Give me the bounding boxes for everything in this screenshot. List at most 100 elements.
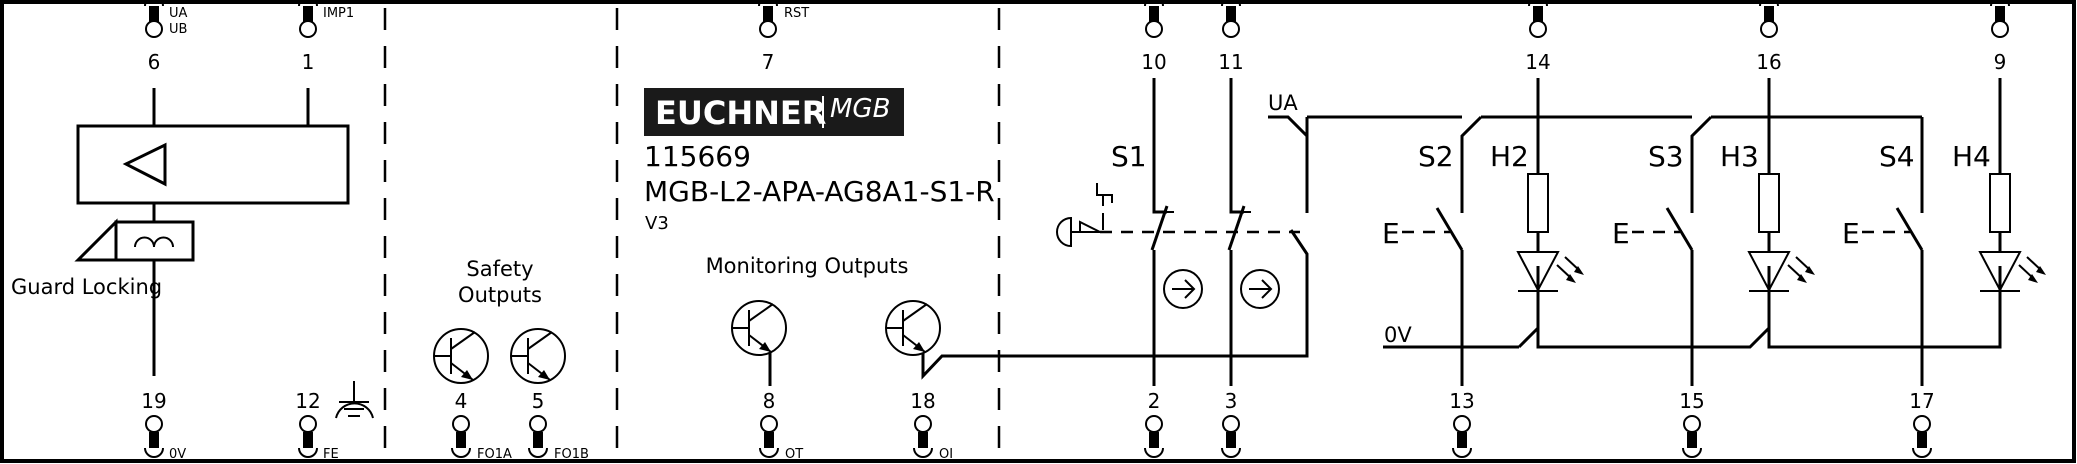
terminal-signal-label: RST [784,6,809,21]
terminal-number: 7 [762,50,775,74]
s1-switch: S1 UA [1056,78,1309,386]
terminal-number: 9 [1994,50,2007,74]
version-label: V3 [645,213,669,234]
terminal-16: 16 [1756,0,1782,74]
logo-product: MGB [830,94,890,124]
e-label: E [1612,217,1630,250]
terminal-connector-icon [298,415,318,458]
earth-ground-icon [335,381,374,419]
terminal-number: 16 [1756,50,1781,74]
terminal-number: 13 [1449,389,1474,413]
terminal-15: 15 [1679,389,1705,458]
terminal-connector-icon [1144,0,1164,38]
terminal-signal-label: 0V [169,447,186,462]
terminal-signal-label: IMP1 [323,6,354,21]
safety-outputs-label: Safety [466,257,533,281]
terminal-number: 17 [1909,389,1934,413]
terminal-number: 14 [1525,50,1550,74]
terminal-connector-icon [1452,415,1472,458]
terminal-connector-icon [758,0,778,38]
terminal-5: 5 FO1B [528,389,589,462]
order-number: 115669 [644,140,751,173]
terminal-number: 4 [455,389,468,413]
terminal-signal-label: FO1A [477,447,512,462]
terminal-connector-icon [1759,0,1779,38]
s4-switch: S4 E [1842,117,1924,386]
terminal-7: RST 7 [758,0,809,74]
e-label: E [1842,217,1860,250]
monitoring-outputs-section: Monitoring Outputs [706,229,1309,386]
terminal-number: 10 [1141,50,1166,74]
terminal-18: 18 OI [910,389,953,462]
terminal-signal-label: FO1B [554,447,589,462]
terminal-12: 12 FE [295,389,338,462]
h2-led: H2 [1490,78,1585,292]
terminal-connector-icon [759,415,779,458]
terminal-connector-icon [528,415,548,458]
terminal-number: 15 [1679,389,1704,413]
terminal-connector-icon [1144,415,1164,458]
terminal-4: 4 FO1A [451,389,512,462]
transistor-icon [510,328,566,384]
terminal-11: 11 [1218,0,1244,74]
terminal-number: 2 [1148,389,1161,413]
solenoid-coil-icon [134,236,174,248]
terminal-3: 3 [1221,389,1241,458]
monitoring-outputs-label: Monitoring Outputs [706,254,909,278]
h3-led: H3 [1720,78,1816,292]
terminal-signal-label: UA [169,6,188,21]
h4-label: H4 [1952,140,1991,173]
terminal-signal-label: OT [785,447,803,462]
transistor-icon [433,328,489,384]
s3-switch: S3 E [1612,115,1713,386]
euchner-logo: EUCHNER MGB [644,88,904,136]
terminal-1: IMP1 1 [298,0,354,74]
terminal-connector-icon [1990,0,2010,38]
terminal-14: 14 [1525,0,1551,74]
guard-locking-block: Guard Locking [11,88,350,376]
terminal-connector-icon [1221,0,1241,38]
terminal-signal-label: FE [323,447,339,462]
led-icon [1979,251,2047,292]
terminal-17: 17 [1909,389,1935,458]
h2-label: H2 [1490,140,1529,173]
direction-arrow-icon [1163,269,1203,309]
resistor-icon [1989,173,2011,233]
terminal-signal-label: UB [169,22,187,37]
terminal-connector-icon [1528,0,1548,38]
terminal-8: 8 OT [759,389,803,462]
terminal-connector-icon [1912,415,1932,458]
resistor-icon [1758,173,1780,233]
terminal-number: 11 [1218,50,1243,74]
terminal-number: 3 [1225,389,1238,413]
safety-outputs-section: Safety Outputs [433,257,566,384]
terminal-connector-icon [1682,415,1702,458]
terminal-number: 6 [148,50,161,74]
direction-arrow-icon [1240,269,1280,309]
terminal-connector-icon [144,0,164,38]
terminal-number: 5 [532,389,545,413]
resistor-icon [1527,173,1549,233]
s4-label: S4 [1879,140,1915,173]
terminal-6: UA UB 6 [144,0,188,74]
s3-label: S3 [1648,140,1684,173]
transistor-icon [731,300,787,356]
emergency-stop-icon [1056,183,1113,248]
terminal-number: 18 [910,389,935,413]
terminal-number: 19 [141,389,166,413]
guard-locking-label: Guard Locking [11,275,162,299]
terminal-number: 12 [295,389,320,413]
terminal-number: 8 [763,389,776,413]
s2-label: S2 [1418,140,1454,173]
safety-outputs-label: Outputs [458,283,542,307]
led-icon [1517,251,1585,292]
amplifier-triangle-icon [122,142,167,187]
terminal-connector-icon [451,415,471,458]
ua-bus-label: UA [1268,91,1298,115]
terminal-9: 9 [1990,0,2010,74]
type-code: MGB-L2-APA-AG8A1-S1-R [644,175,995,208]
transistor-icon [885,300,941,356]
h4-led: H4 [1952,78,2047,292]
